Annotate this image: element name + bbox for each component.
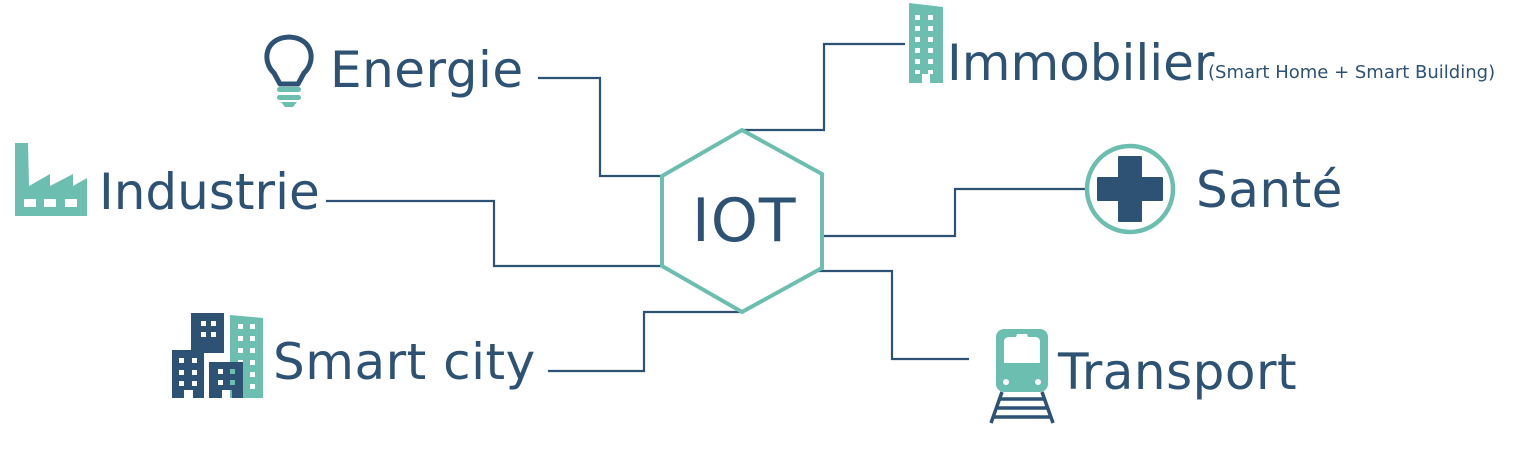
iot-center-label: IOT <box>692 186 797 256</box>
iot-hexagon <box>660 127 824 315</box>
connector-industrie <box>326 199 662 268</box>
connector-transport <box>816 269 969 361</box>
node-label-immobilier: Immobilier <box>947 34 1215 92</box>
medical-cross-icon <box>1084 143 1176 235</box>
node-label-transport: Transport <box>1058 343 1298 401</box>
node-label-industrie: Industrie <box>99 163 320 221</box>
factory-icon <box>15 143 87 216</box>
node-label-sante: Santé <box>1196 161 1343 219</box>
connector-immobilier <box>742 42 905 132</box>
lightbulb-icon <box>264 34 314 107</box>
connector-smart-city <box>548 310 742 373</box>
building-icon <box>909 3 943 83</box>
node-label-energie: Energie <box>330 41 524 99</box>
city-buildings-icon <box>172 313 263 398</box>
node-sublabel-immobilier: (Smart Home + Smart Building) <box>1208 62 1496 83</box>
connector-sante <box>823 187 1086 238</box>
node-label-smart-city: Smart city <box>273 333 536 391</box>
connector-energie <box>538 76 662 178</box>
train-icon <box>989 329 1055 424</box>
